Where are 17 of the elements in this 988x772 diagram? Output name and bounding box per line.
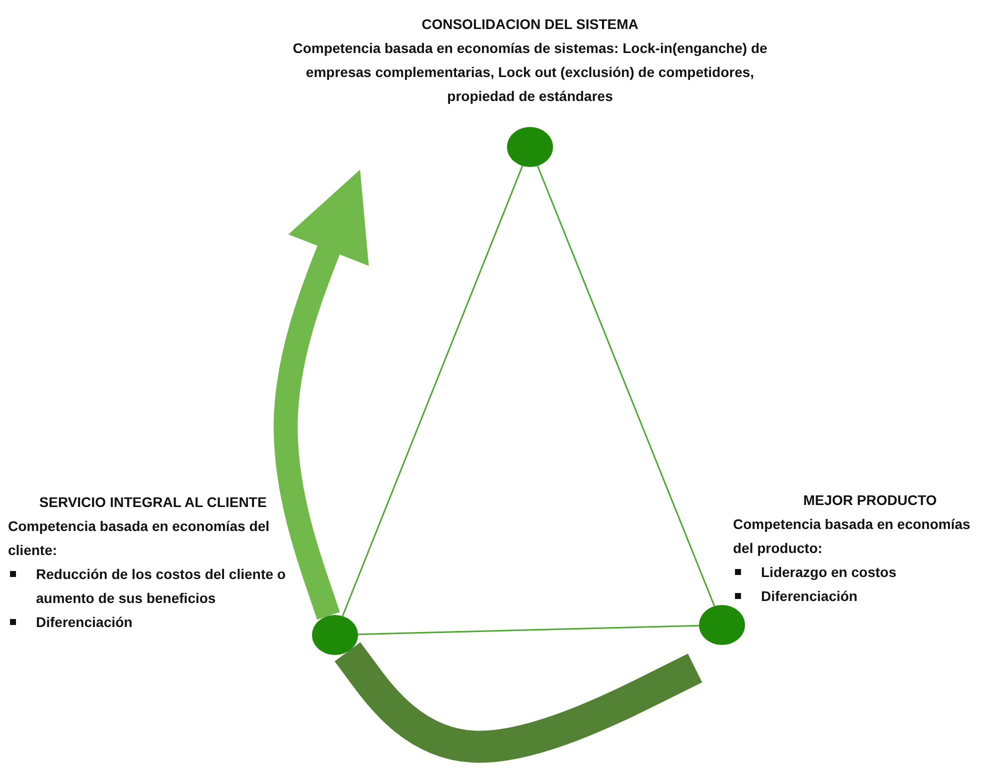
stage-heading: MEJOR PRODUCTO <box>802 491 938 510</box>
connector-line <box>536 166 716 606</box>
bullet-text: Diferenciación <box>36 614 132 630</box>
stage-heading: CONSOLIDACION DEL SISTEMA <box>420 15 640 34</box>
connector-line <box>358 624 700 636</box>
stage-heading: SERVICIO INTEGRAL AL CLIENTE <box>38 493 268 512</box>
bullet-text: Diferenciación <box>761 588 858 604</box>
stage-description: Competencia basada en economías de sistemas: Lock-in(enganche) de empresas complementarias, Lock out (exclusión) de competidores, propiedad de estándares <box>292 39 768 106</box>
curved-arrow <box>274 170 369 620</box>
stage-description: Competencia basada en economías del producto: <box>733 515 972 558</box>
bullet-text: Liderazgo en costos <box>761 564 896 580</box>
stage-description: Competencia basada en economías del cliente: <box>8 517 270 560</box>
circle-node <box>312 615 358 655</box>
connector-line <box>342 166 524 616</box>
circle-node <box>699 605 745 645</box>
circle-node <box>507 127 553 167</box>
bullet-text: Reducción de los costos del cliente o aumento de sus beneficios <box>36 566 286 606</box>
